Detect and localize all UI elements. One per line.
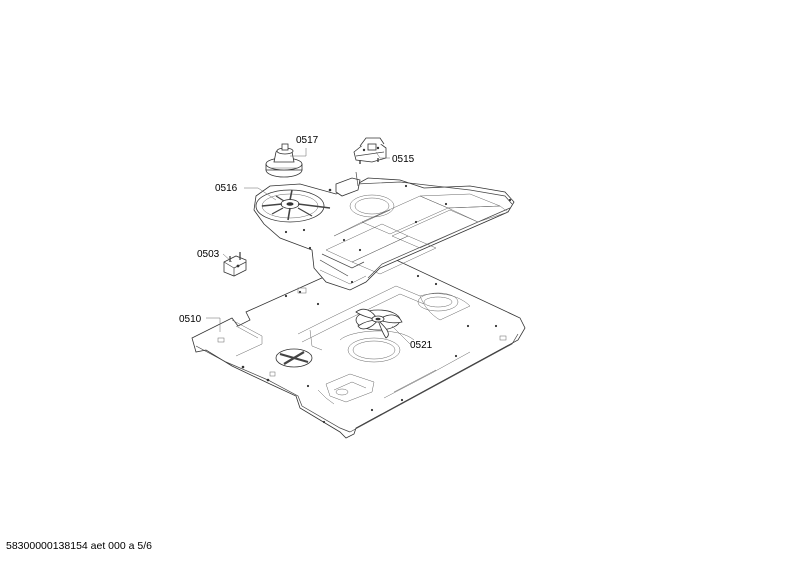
base-plate-part[interactable] (191, 257, 526, 439)
leader-0517 (290, 148, 307, 157)
thermostat-switch-part[interactable] (353, 137, 387, 164)
leader-lines (206, 148, 411, 345)
leader-0516 (244, 187, 277, 201)
fan-motor-part[interactable] (265, 143, 303, 178)
callout-0521: 0521 (410, 340, 433, 351)
fan-wheel-part[interactable] (355, 308, 403, 339)
callout-0503: 0503 (197, 249, 220, 260)
callout-0517: 0517 (296, 135, 319, 146)
document-reference: 58300000138154 aet 000 a 5/6 (6, 540, 152, 552)
leader-0510 (206, 317, 221, 332)
small-switch-part[interactable] (223, 252, 247, 277)
callout-0516: 0516 (215, 183, 238, 194)
callout-0510: 0510 (179, 314, 202, 325)
leader-0521 (391, 325, 411, 345)
leader-0503 (222, 253, 233, 263)
leader-0515 (375, 151, 390, 159)
callout-0515: 0515 (392, 154, 415, 165)
fan-cover-plate-part[interactable] (253, 171, 515, 291)
